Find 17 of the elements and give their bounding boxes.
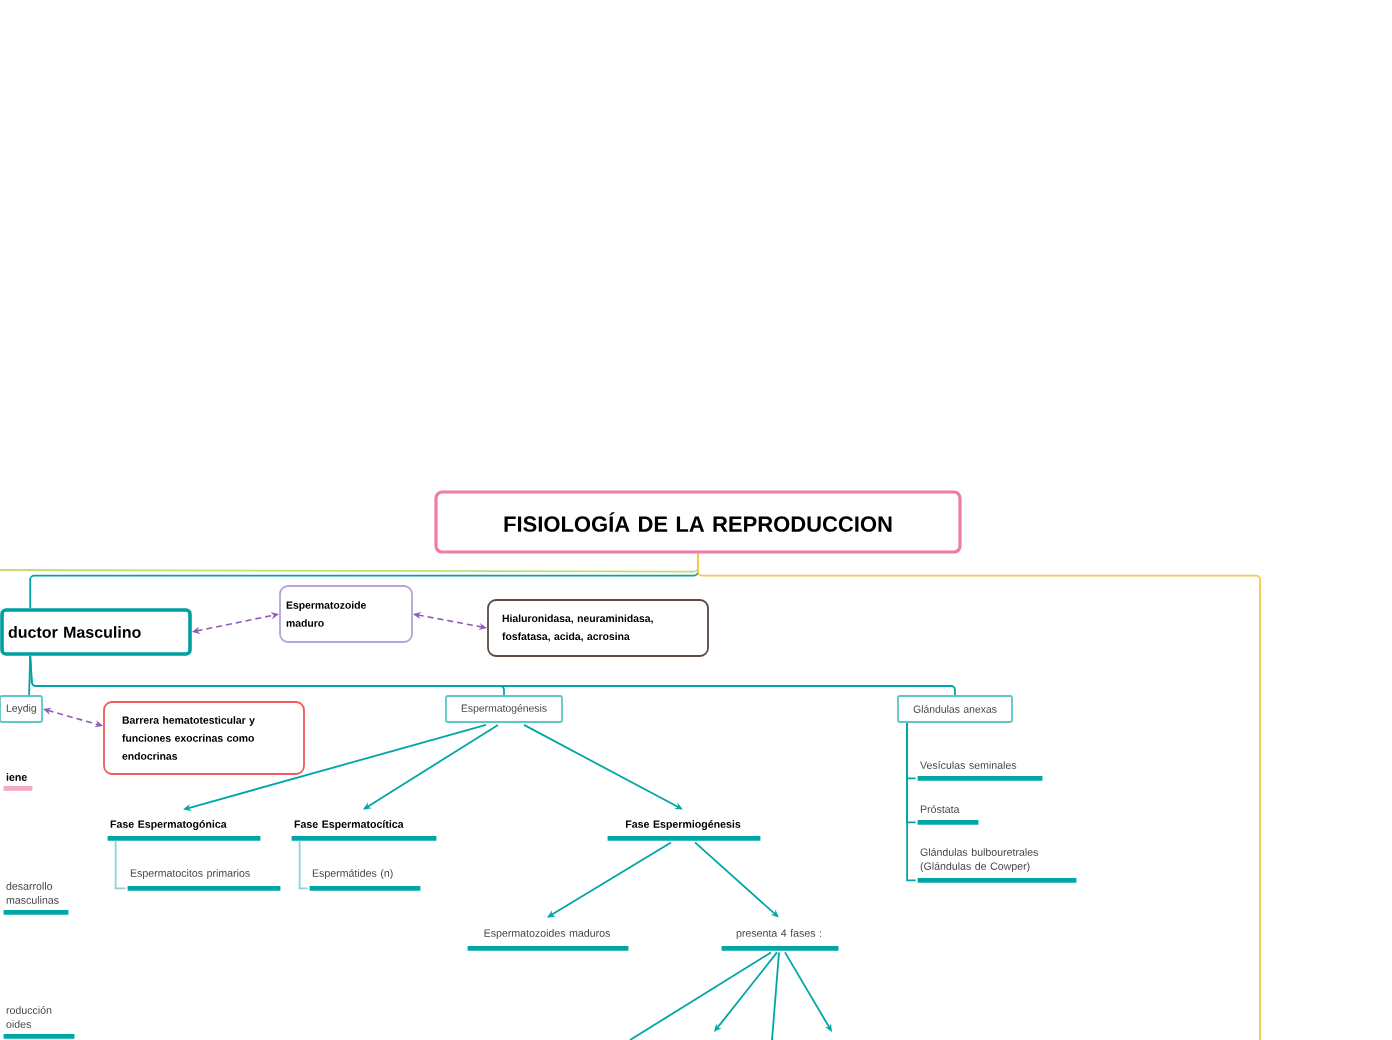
- connector: [29, 654, 956, 696]
- connector: [784, 951, 832, 1032]
- connector: [714, 951, 778, 1032]
- connector: [298, 839, 309, 890]
- connector: [697, 552, 1261, 1040]
- title-box: FISIOLOGÍA DE LA REPRODUCCION: [434, 490, 962, 554]
- connector: [547, 841, 672, 918]
- topic-box: ductor Masculino: [0, 608, 192, 656]
- connector: [183, 724, 487, 811]
- connector: [694, 841, 779, 918]
- connector: [523, 724, 683, 810]
- connector: [363, 724, 499, 810]
- connector: [906, 722, 917, 882]
- connector: [28, 654, 32, 696]
- connector: [771, 951, 780, 1040]
- connector: [114, 839, 127, 890]
- connector: [629, 951, 772, 1040]
